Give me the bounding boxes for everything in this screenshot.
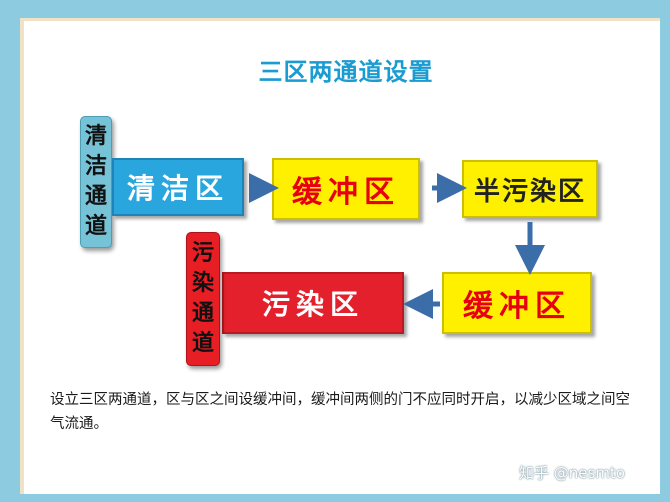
contaminated-channel-char: 染: [191, 271, 214, 296]
caption-text: 设立三区两通道，区与区之间设缓冲间，缓冲间两侧的门不应同时开启，以减少区域之间空…: [50, 392, 630, 432]
buffer-zone-box-1: 缓冲区: [272, 158, 420, 220]
clean-channel-label: 清 洁 通 道: [80, 116, 112, 248]
watermark: 知乎 @nesmto: [519, 464, 625, 482]
clean-channel-char: 清: [84, 124, 107, 149]
clean-channel-char: 道: [84, 214, 107, 239]
clean-zone-box: 清洁区: [112, 158, 244, 216]
clean-channel-char: 通: [84, 184, 107, 209]
contaminated-zone-box: 污染区: [222, 272, 404, 334]
contaminated-channel-char: 污: [191, 241, 214, 266]
slide-panel: [20, 18, 660, 494]
semi-contaminated-zone-box: 半污染区: [462, 160, 598, 218]
contaminated-channel-char: 道: [191, 331, 214, 356]
clean-channel-char: 洁: [84, 154, 107, 179]
contaminated-channel-label: 污 染 通 道: [186, 232, 220, 366]
diagram-title: 三区两通道设置: [258, 58, 434, 86]
contaminated-channel-char: 通: [191, 301, 214, 326]
